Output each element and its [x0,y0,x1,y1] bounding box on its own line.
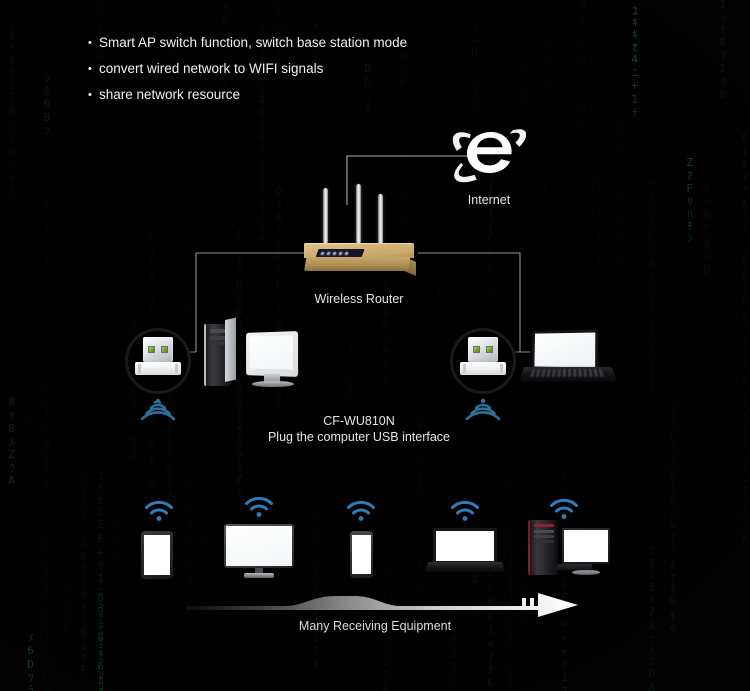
feature-bullet: Smart AP switch function, switch base st… [88,30,407,56]
wifi-icon [144,500,174,522]
internet-node [452,118,527,186]
laptop-keyboard [518,367,618,382]
router-led-strip [315,249,365,257]
monitor-icon [246,331,299,377]
router-label: Wireless Router [314,292,404,306]
monitor-base [252,381,294,387]
usb-adapter-right [450,328,516,394]
feature-bullet: convert wired network to WIFI signals [88,56,407,82]
internet-label: Internet [467,193,511,207]
receivers-label: Many Receiving Equipment [298,619,452,633]
tablet-device [141,531,173,579]
smartphone-device [350,531,373,578]
desktop-computer-node [198,317,304,390]
wifi-icon [244,496,274,518]
wireless-router-node [300,184,418,282]
wifi-icon [346,500,376,522]
adapter-model-label: CF-WU810N [323,414,395,428]
receiving-arrow [186,592,578,618]
router-front-panel [304,249,411,271]
laptop-device [424,528,506,580]
usb-adapter-body [135,362,181,375]
laptop-node [518,329,618,390]
usb-adapter-left [125,328,191,394]
feature-bullet-list: Smart AP switch function, switch base st… [88,30,407,108]
usb-connector-icon [143,337,173,362]
television-device [224,524,294,579]
router-antenna [323,188,328,244]
desktop-device [528,520,610,580]
usb-connector-icon [468,337,498,362]
wifi-signal-fan-left [138,398,178,424]
adapter-caption-label: Plug the computer USB interface [267,430,451,444]
wifi-icon [549,498,579,520]
usb-adapter-body [460,362,506,375]
internet-explorer-e-icon [452,129,527,183]
wifi-icon [450,500,480,522]
laptop-screen [531,329,599,371]
pc-tower-side [225,317,236,382]
router-antenna [356,184,361,244]
router-antenna [378,194,383,244]
wifi-signal-fan-right [463,398,503,424]
feature-bullet: share network resource [88,82,407,108]
